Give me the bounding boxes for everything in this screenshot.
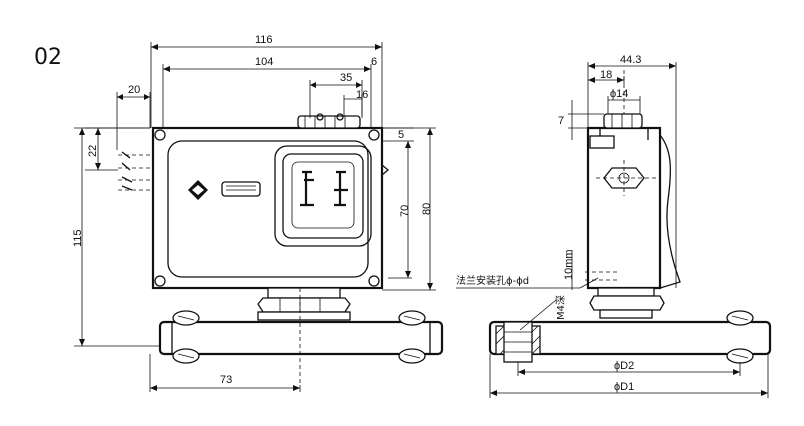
display-window-glass [291,161,355,229]
flange-base [158,320,444,356]
housing-outline [151,126,384,290]
side-indicator [381,163,390,177]
corner-screw [154,275,166,287]
thread-label: M4深 [555,295,567,320]
left-connector [118,154,150,191]
dim-total-height: 115 [72,229,84,247]
window-mark [300,170,314,207]
mount-hole-dash [585,271,620,281]
front-view: 116 104 6 35 16 20 5 70 80 22 [72,34,444,392]
side-body [586,126,662,290]
side-view: 44.3 18 ϕ14 7 10mm M4深 法兰安装孔ϕ-ϕd ϕD2 ϕD1 [456,54,772,398]
brand-logo-icon [188,180,208,200]
dim-left-offset: 20 [128,84,140,96]
dim-base-offset: 73 [220,374,232,386]
dim-port-width: 35 [340,72,352,84]
side-stem-base [599,309,653,319]
dim-overall-width: 116 [255,34,273,46]
flange-section-hatch [495,321,541,363]
display-window-inner [282,153,364,239]
nameplate-logo-icon [221,181,261,197]
side-flange-bolt [726,310,754,364]
side-hex-nut [589,295,665,311]
dim-depth: 44.3 [620,54,641,66]
mount-hole-label: 法兰安装孔ϕ-ϕd [456,274,529,287]
dim-port-dia: ϕ14 [610,88,628,100]
left-connector-marks [121,151,133,191]
stem-base [257,311,351,321]
figure-label: 02 [34,45,62,70]
dim-d2: ϕD2 [614,360,634,372]
dim-right-offset: 6 [371,56,377,68]
side-flange [488,320,772,356]
corner-screw [154,129,166,141]
top-ports [297,113,361,129]
side-top-port [603,113,643,129]
side-bulge [659,134,681,289]
flange-bolt [172,310,200,364]
side-terminal [589,135,615,149]
dim-top-small: 5 [398,129,404,141]
dim-small: 7 [558,115,564,127]
flange-bolt [398,310,426,364]
display-window-outer [274,145,372,247]
dim-line [150,42,383,128]
dim-left-height: 22 [87,145,99,157]
hex-nut [257,297,351,313]
dim-port-inner: 16 [356,89,368,101]
side-stem-collar [597,287,655,297]
dim-offset: 18 [600,69,612,81]
dim-height-outer: 80 [421,203,433,215]
stem-collar [267,287,341,299]
window-mark [334,170,348,207]
dim-inner-width: 104 [255,56,273,68]
dim-d1: ϕD1 [614,381,634,393]
housing-panel [167,140,369,278]
corner-screw [368,129,380,141]
corner-screw [368,275,380,287]
dim-thread-depth: 10mm [563,249,575,280]
dim-height-inner: 70 [399,205,411,217]
